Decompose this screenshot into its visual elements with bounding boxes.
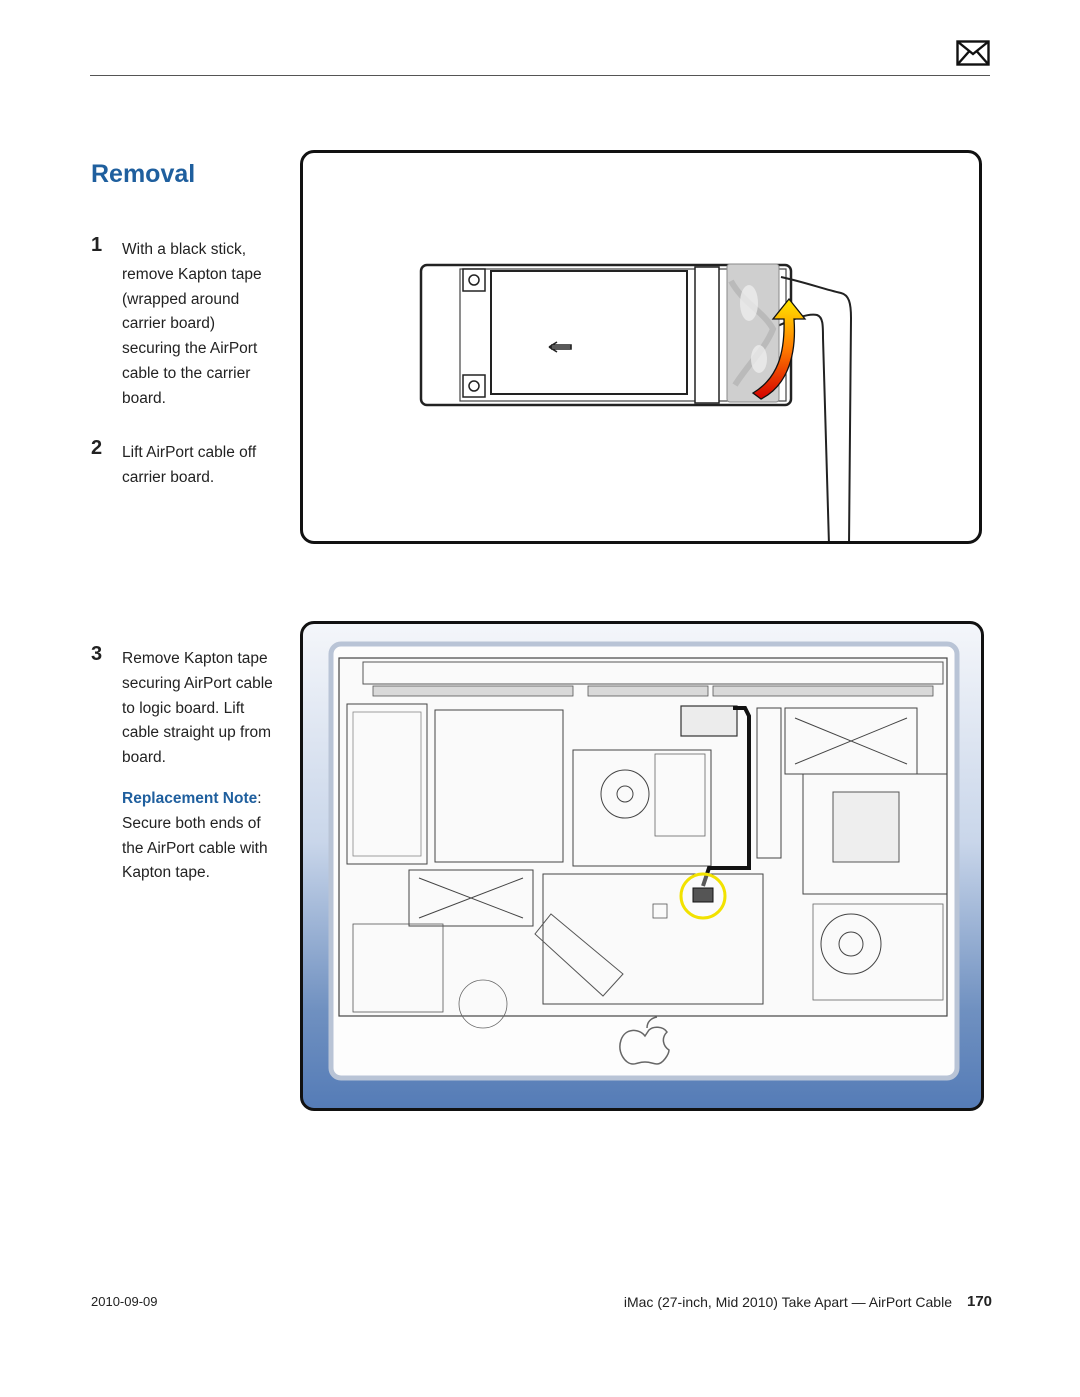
step-1: 1 With a black stick, remove Kapton tape… [91,234,291,412]
step-number: 3 [91,643,103,665]
step-3: 3 Remove Kapton tape securing AirPort ca… [91,643,291,886]
step-number: 2 [91,437,103,459]
step-text: Lift AirPort cable off carrier board. [122,444,257,486]
note-text: Secure both ends of the AirPort cable wi… [122,814,268,882]
carrier-board-illustration [300,150,982,544]
note-title: Replacement Note [122,789,258,807]
replacement-note: Replacement Note: Secure both ends of th… [122,787,291,886]
section-title: Removal [91,160,196,188]
header-rule [90,75,990,76]
footer-date: 2010-09-09 [91,1294,158,1309]
step-number: 1 [91,234,103,256]
step-2: 2 Lift AirPort cable off carrier board. [91,437,291,491]
note-colon: : [257,789,262,807]
mail-icon[interactable] [956,40,990,66]
page-number: 170 [967,1293,993,1310]
footer-title: iMac (27-inch, Mid 2010) Take Apart — Ai… [623,1294,952,1310]
step-text: Remove Kapton tape securing AirPort cabl… [122,650,273,767]
step-text: With a black stick, remove Kapton tape (… [122,241,262,407]
imac-interior-illustration [300,621,984,1111]
